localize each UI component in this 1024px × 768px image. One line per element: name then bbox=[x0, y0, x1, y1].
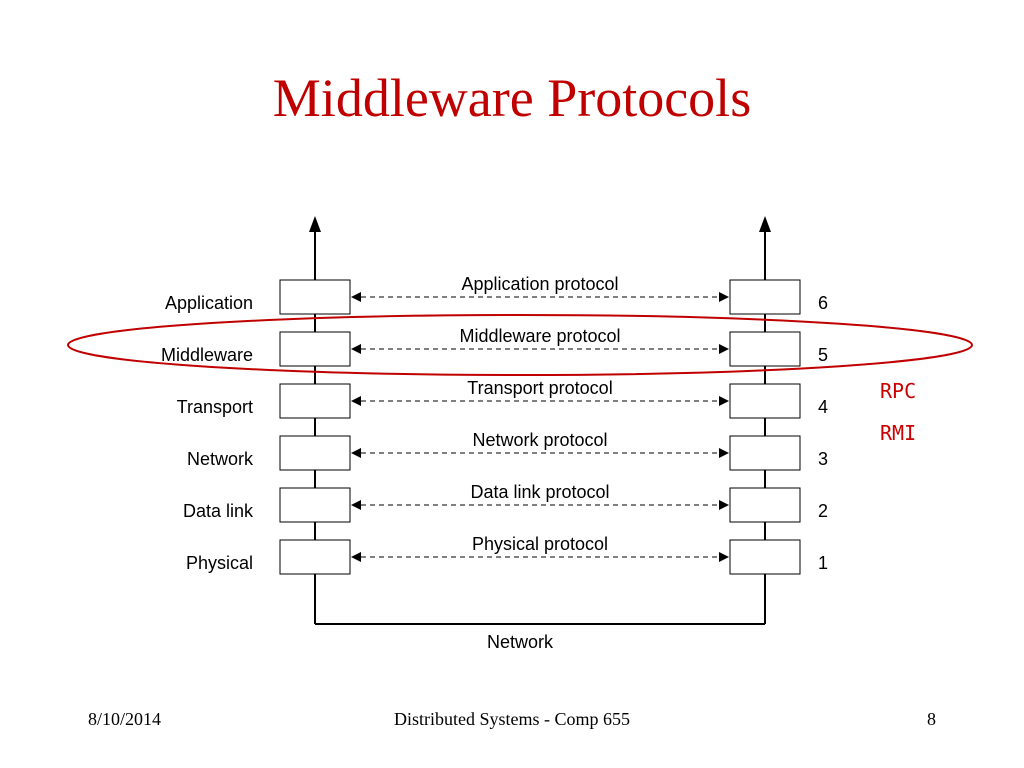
layer-number-label: 4 bbox=[818, 397, 828, 417]
slide-title: Middleware Protocols bbox=[272, 68, 752, 128]
layer-number-label: 6 bbox=[818, 293, 828, 313]
middleware-highlight-ellipse bbox=[67, 314, 973, 376]
left-layer-box bbox=[279, 383, 351, 419]
right-layer-box bbox=[729, 331, 801, 367]
right-layer-box bbox=[729, 487, 801, 523]
layer-name-label: Application bbox=[165, 293, 253, 313]
layer-number-label: 5 bbox=[818, 345, 828, 365]
layer-name-label: Middleware bbox=[161, 345, 253, 365]
left-up-arrow-icon bbox=[309, 216, 321, 232]
layer-name-label: Physical bbox=[186, 553, 253, 573]
left-layer-box bbox=[279, 435, 351, 471]
annotation-rpc: RPC bbox=[880, 379, 916, 403]
left-layer-box bbox=[279, 279, 351, 315]
protocol-label: Data link protocol bbox=[470, 482, 609, 502]
left-layer-box bbox=[279, 487, 351, 523]
annotation-rmi: RMI bbox=[880, 421, 916, 445]
footer-page-number: 8 bbox=[927, 709, 936, 729]
right-layer-box bbox=[729, 435, 801, 471]
protocol-label: Transport protocol bbox=[467, 378, 612, 398]
layer-number-label: 1 bbox=[818, 553, 828, 573]
right-layer-box bbox=[729, 279, 801, 315]
layer-name-label: Data link bbox=[183, 501, 254, 521]
left-layer-box bbox=[279, 331, 351, 367]
layer-number-label: 2 bbox=[818, 501, 828, 521]
protocol-label: Physical protocol bbox=[472, 534, 608, 554]
right-layer-box bbox=[729, 383, 801, 419]
footer-course: Distributed Systems - Comp 655 bbox=[393, 709, 630, 729]
right-up-arrow-icon bbox=[759, 216, 771, 232]
bottom-network-label: Network bbox=[487, 632, 554, 652]
protocol-label: Application protocol bbox=[461, 274, 618, 294]
protocol-label: Network protocol bbox=[472, 430, 607, 450]
layer-name-label: Transport bbox=[177, 397, 253, 417]
footer-date: 8/10/2014 bbox=[88, 709, 162, 729]
layer-number-label: 3 bbox=[818, 449, 828, 469]
protocol-label: Middleware protocol bbox=[459, 326, 620, 346]
layer-name-label: Network bbox=[187, 449, 254, 469]
right-layer-box bbox=[729, 539, 801, 575]
left-layer-box bbox=[279, 539, 351, 575]
